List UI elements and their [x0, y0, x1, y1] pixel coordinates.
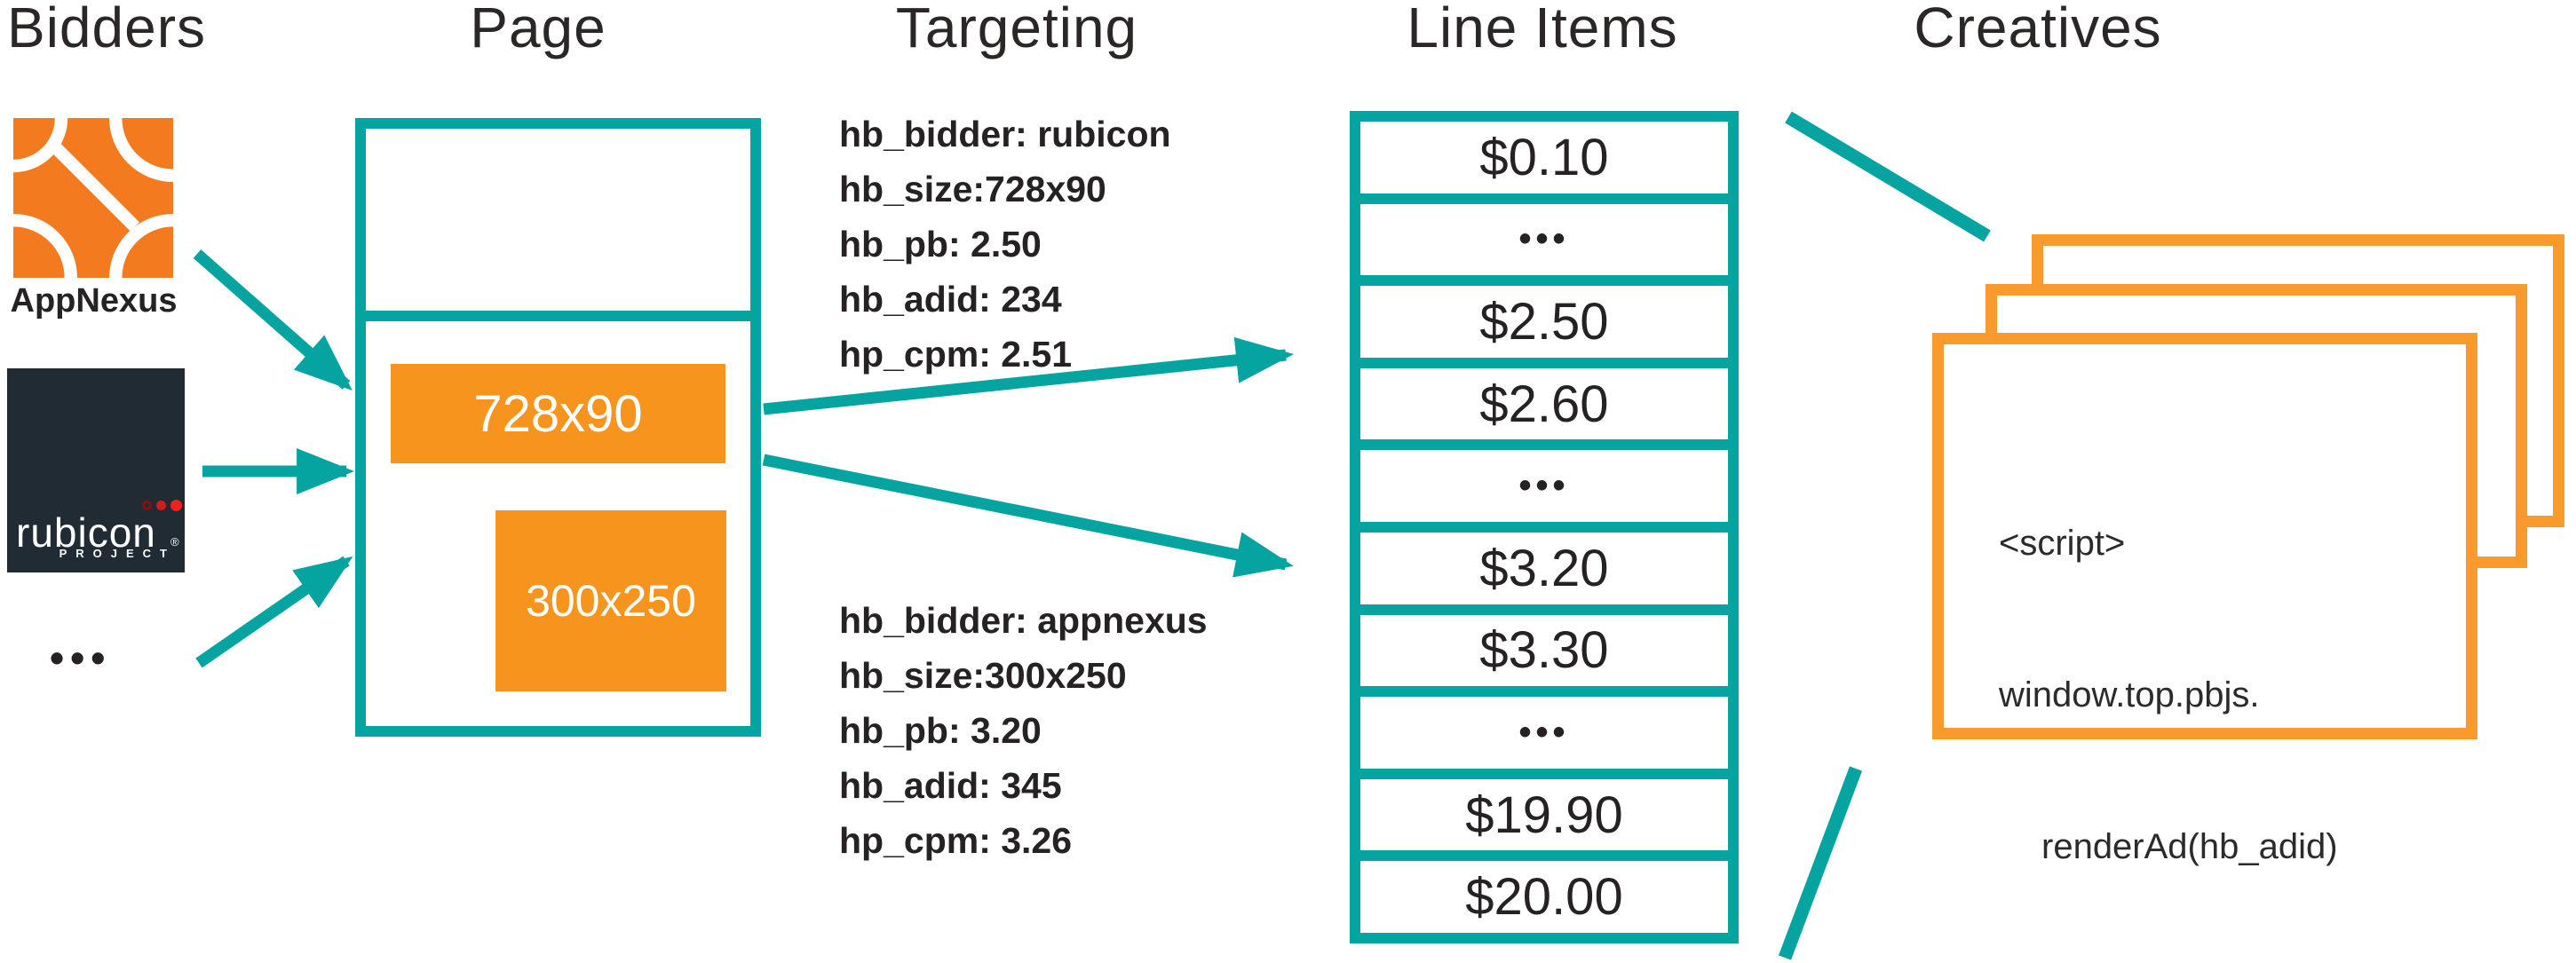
line-item-row: $3.30 [1360, 615, 1728, 698]
line-item-row: $19.90 [1360, 779, 1728, 862]
targeting-appnexus-block: hb_bidder: appnexus hb_size:300x250 hb_p… [839, 593, 1256, 868]
line-item-row: $3.20 [1360, 533, 1728, 615]
code-line: window.top.pbjs. [1999, 675, 2260, 714]
targeting-line: hb_adid: 234 [839, 279, 1062, 320]
line-lineitems-top-to-creatives [1785, 111, 1991, 242]
targeting-line: hb_bidder: appnexus [839, 600, 1208, 641]
rubicon-logo-dots-icon [142, 500, 182, 511]
more-bidders-ellipsis: ••• [50, 635, 112, 681]
line-item-row: $20.00 [1465, 868, 1623, 927]
code-line: <script> [1999, 524, 2126, 563]
ad-slot-728x90: 728x90 [391, 364, 725, 463]
arrow-morebidders-to-page [195, 556, 353, 668]
line-item-row: $0.10 [1360, 122, 1728, 204]
rubicon-dot-solid [170, 500, 182, 511]
line-lineitems-bottom-to-creatives [1778, 766, 1863, 960]
rubicon-project-label: PROJECT [59, 547, 176, 560]
page-header: Page [470, 0, 606, 59]
line-items-table: $0.10 ••• $2.50 $2.60 ••• $3.20 $3.30 ••… [1350, 111, 1739, 943]
rubicon-registered-mark: ® [170, 535, 179, 549]
targeting-rubicon-block: hb_bidder: rubicon hb_size:728x90 hb_pb:… [839, 107, 1256, 382]
arrow-page-to-lineitem-320 [762, 454, 1294, 578]
arrow-appnexus-to-page [193, 249, 353, 391]
page-wireframe: 728x90 300x250 [355, 118, 761, 737]
code-line: renderAd(hb_adid) [2041, 827, 2338, 866]
creative-card-front: <script> window.top.pbjs. renderAd(hb_ad… [1932, 333, 2477, 866]
targeting-header: Targeting [895, 0, 1138, 59]
creative-script-snippet: <script> window.top.pbjs. renderAd(hb_ad… [1999, 417, 2338, 963]
rubicon-wordmark: rubicon [16, 509, 156, 556]
targeting-line: hb_bidder: rubicon [839, 114, 1171, 154]
rubicon-dot-mid [156, 501, 166, 510]
line-item-row-ellipsis: ••• [1360, 204, 1728, 287]
bidders-header: Bidders [7, 0, 206, 59]
ad-slot-300x250: 300x250 [495, 510, 726, 691]
targeting-line: hb_adid: 345 [839, 765, 1062, 806]
rubicon-logo: rubicon ® PROJECT [7, 368, 185, 572]
targeting-line: hb_pb: 2.50 [839, 224, 1042, 264]
targeting-line: hp_cpm: 2.51 [839, 334, 1073, 375]
appnexus-logo-icon [13, 118, 173, 278]
line-item-row-ellipsis: ••• [1360, 450, 1728, 533]
targeting-line: hb_size:728x90 [839, 169, 1106, 209]
line-items-header: Line Items [1407, 0, 1678, 59]
line-item-row-ellipsis: ••• [1360, 697, 1728, 779]
appnexus-label: AppNexus [10, 282, 178, 320]
page-header-divider [366, 311, 750, 321]
creatives-header: Creatives [1914, 0, 2162, 59]
targeting-line: hb_size:300x250 [839, 655, 1127, 696]
rubicon-dot-outline [142, 501, 152, 510]
line-item-row: $2.50 [1360, 286, 1728, 368]
targeting-line: hp_cpm: 3.26 [839, 820, 1073, 861]
targeting-line: hb_pb: 3.20 [839, 710, 1042, 751]
line-item-row: $2.60 [1360, 368, 1728, 451]
